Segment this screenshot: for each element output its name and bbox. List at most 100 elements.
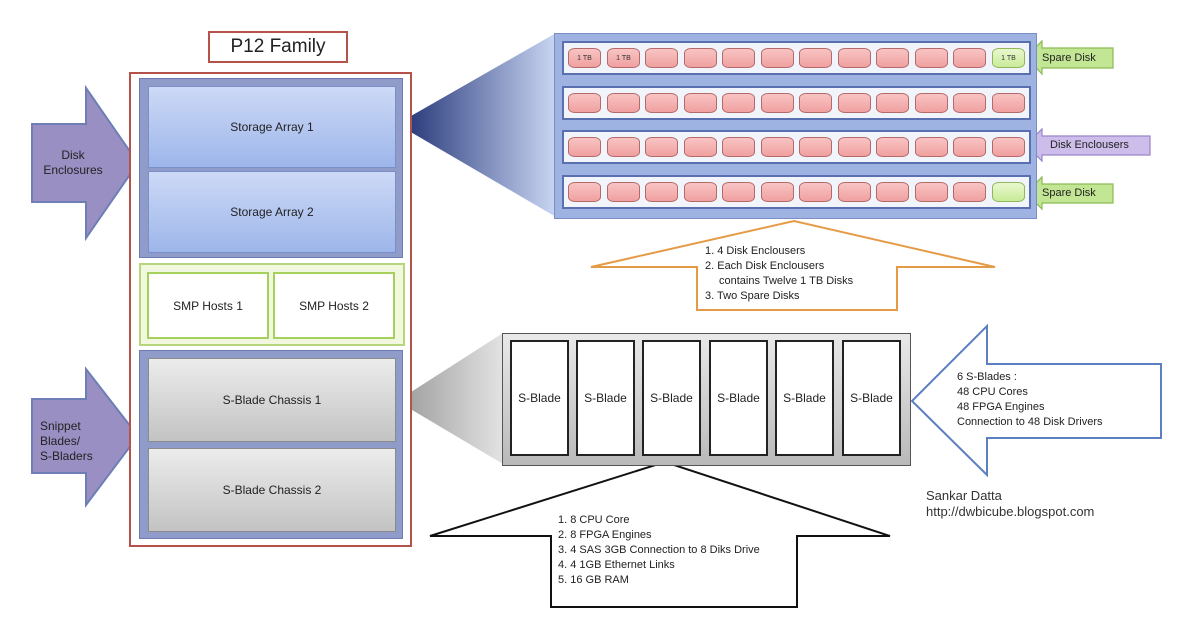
disk: 1 TB: [607, 48, 640, 68]
s-blade-1: S-Blade: [510, 340, 569, 456]
snippet-blades-arrow-label: Snippet Blades/ S-Bladers: [40, 419, 110, 464]
disk: [684, 137, 717, 157]
s-blade-3: S-Blade: [642, 340, 701, 456]
disk-enclosures-arrow-label: Disk Enclosures: [42, 148, 104, 178]
disk-enclosure-row-1: [562, 41, 1031, 75]
disk-note-2: 2. Each Disk Enclousers: [705, 260, 825, 272]
blade-spec-4: 4. 4 1GB Ethernet Links: [558, 559, 675, 571]
spare-disk: [992, 182, 1025, 202]
snippet-blades-arrow: [31, 366, 140, 508]
s-blade-5: S-Blade: [775, 340, 834, 456]
disk: [684, 93, 717, 113]
disk: [645, 93, 678, 113]
disk: [568, 93, 601, 113]
disk-enclosures-label: Disk Enclousers: [1050, 139, 1129, 151]
storage-array-1: Storage Array 1: [148, 86, 396, 168]
disk-note-1: 1. 4 Disk Enclousers: [705, 245, 806, 257]
s-blade-4: S-Blade: [709, 340, 768, 456]
disk-enclosures-arrow: [31, 84, 140, 242]
blade-zoom-cone: [397, 333, 503, 464]
disk: [761, 93, 794, 113]
disk-enclosure-row-4: [562, 175, 1031, 209]
disk: [761, 48, 794, 68]
disk-note-4: 3. Two Spare Disks: [705, 290, 800, 302]
disk: [876, 93, 909, 113]
disk: [992, 93, 1025, 113]
disk: [722, 137, 755, 157]
blade-specs-arrow: [429, 460, 891, 608]
disk: [953, 93, 986, 113]
disk: [607, 182, 640, 202]
disk: [607, 93, 640, 113]
disk: [684, 182, 717, 202]
spare-disk-label-bottom: Spare Disk: [1042, 187, 1096, 199]
s-blade-2: S-Blade: [576, 340, 635, 456]
snippet-label-line2: Blades/: [40, 434, 81, 448]
blade-summary-4: Connection to 48 Disk Drivers: [957, 416, 1103, 428]
storage-zoom-cone: [397, 33, 556, 217]
blade-summary-1: 6 S-Blades :: [957, 371, 1017, 383]
disk: [761, 137, 794, 157]
p12-family-title: P12 Family: [208, 31, 348, 63]
disk: [568, 137, 601, 157]
s-blade-chassis-1: S-Blade Chassis 1: [148, 358, 396, 442]
disk: [645, 182, 678, 202]
disk: [761, 182, 794, 202]
disk-enclosure-row-2: [562, 86, 1031, 120]
disk-enclosures-label-line2: Enclosures: [43, 163, 103, 177]
disk-notes-arrow: [590, 219, 996, 311]
blade-summary-arrow: [910, 323, 1162, 478]
disk: [799, 137, 832, 157]
disk: [838, 182, 871, 202]
spare-disk: 1 TB: [992, 48, 1025, 68]
disk: [915, 137, 948, 157]
disk-enclosures-callout: [1025, 127, 1151, 163]
disk: [876, 48, 909, 68]
disk: [953, 182, 986, 202]
disk: [722, 48, 755, 68]
disk: [799, 182, 832, 202]
disk: [876, 182, 909, 202]
disk-note-3: contains Twelve 1 TB Disks: [719, 275, 854, 287]
disk: [607, 137, 640, 157]
disk-enclosure-row-3: [562, 130, 1031, 164]
smp-hosts-1: SMP Hosts 1: [147, 272, 269, 339]
disk: [799, 93, 832, 113]
disk: [953, 137, 986, 157]
blade-specs: 1. 8 CPU Core 2. 8 FPGA Engines 3. 4 SAS…: [558, 513, 760, 588]
disk: [992, 137, 1025, 157]
author-url: http://dwbicube.blogspot.com: [926, 504, 1095, 519]
disk: [838, 93, 871, 113]
disk-enclosures-label-line1: Disk: [61, 148, 85, 162]
disk: [799, 48, 832, 68]
blade-summary-2: 48 CPU Cores: [957, 386, 1028, 398]
disk: [568, 182, 601, 202]
disk: [645, 48, 678, 68]
disk: [722, 93, 755, 113]
spare-disk-callout-bottom: [1025, 175, 1114, 211]
author-credit: Sankar Datta http://dwbicube.blogspot.co…: [926, 488, 1094, 520]
blade-spec-3: 3. 4 SAS 3GB Connection to 8 Diks Drive: [558, 544, 760, 556]
disk: 1 TB: [568, 48, 601, 68]
disk: [915, 48, 948, 68]
blade-spec-1: 1. 8 CPU Core: [558, 514, 630, 526]
s-blade-6: S-Blade: [842, 340, 901, 456]
disk: [722, 182, 755, 202]
disk: [838, 137, 871, 157]
disk: [953, 48, 986, 68]
spare-disk-label-top: Spare Disk: [1042, 52, 1096, 64]
storage-array-2: Storage Array 2: [148, 171, 396, 253]
author-name: Sankar Datta: [926, 488, 1002, 503]
disk: [915, 182, 948, 202]
spare-disk-callout-top: [1025, 39, 1114, 76]
disk: [645, 137, 678, 157]
disk: [684, 48, 717, 68]
s-blade-chassis-2: S-Blade Chassis 2: [148, 448, 396, 532]
disk: [876, 137, 909, 157]
disk-notes: 1. 4 Disk Enclousers 2. Each Disk Enclou…: [705, 244, 853, 304]
blade-summary: 6 S-Blades : 48 CPU Cores 48 FPGA Engine…: [957, 370, 1103, 430]
snippet-label-line3: S-Bladers: [40, 449, 93, 463]
blade-summary-3: 48 FPGA Engines: [957, 401, 1045, 413]
snippet-label-line1: Snippet: [40, 419, 81, 433]
